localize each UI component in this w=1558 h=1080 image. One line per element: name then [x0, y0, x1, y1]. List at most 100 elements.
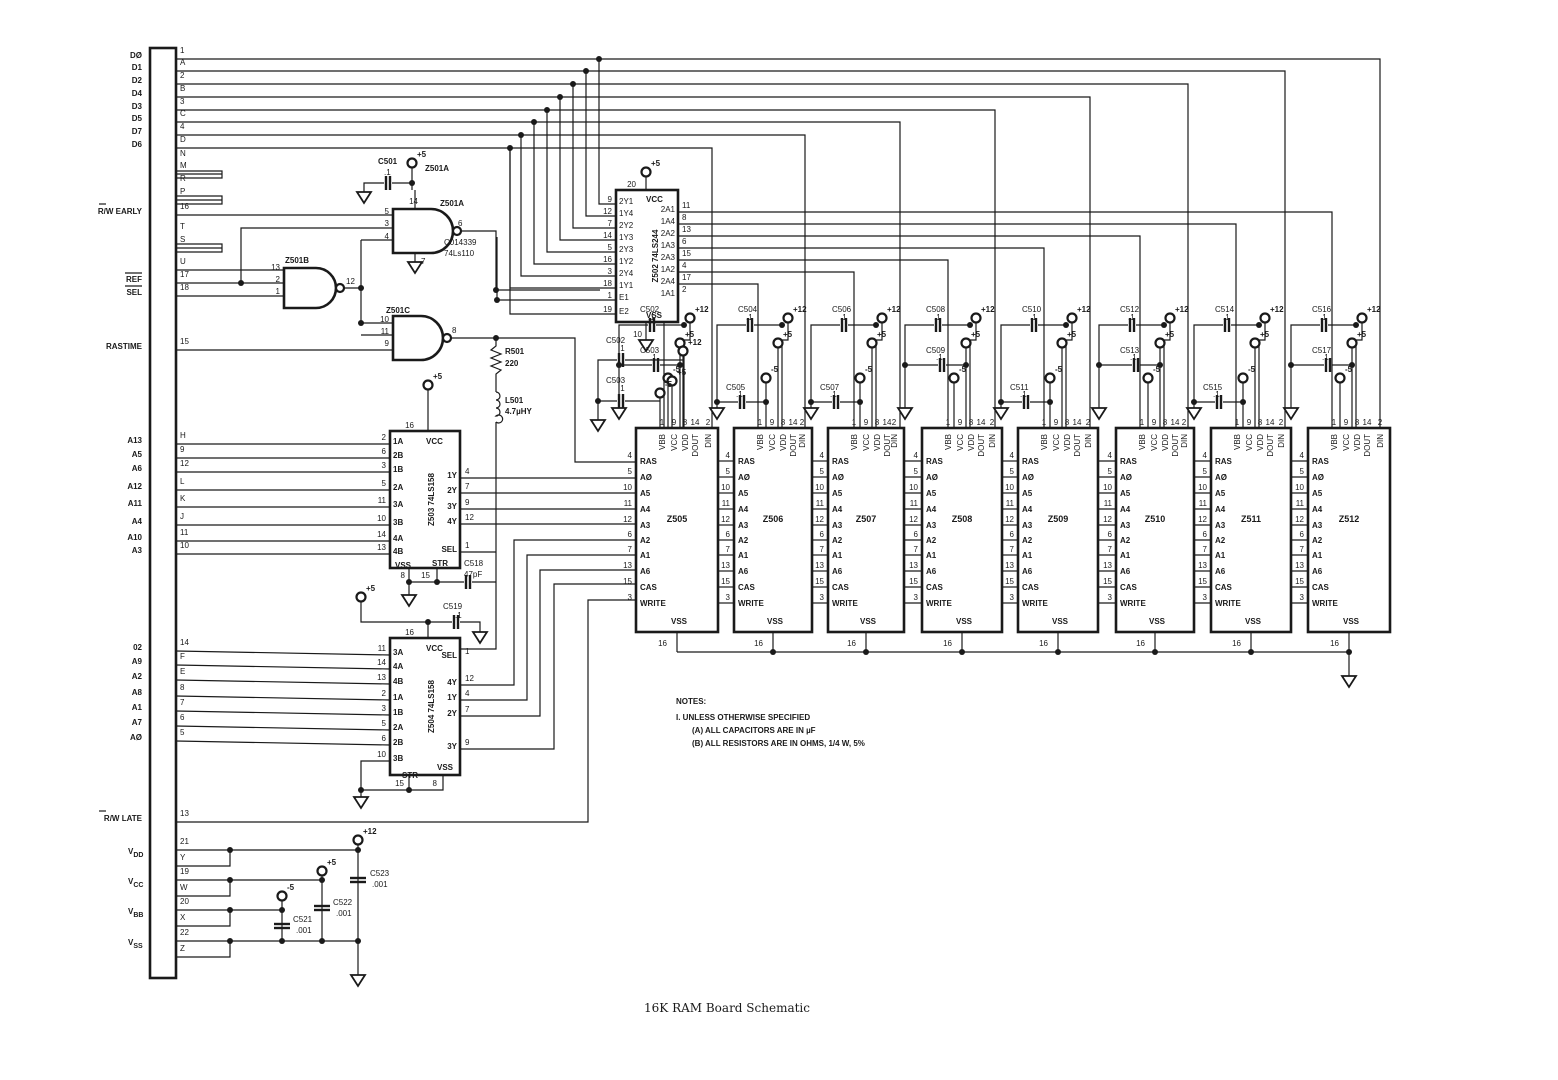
ram-pin-name: A5	[926, 489, 937, 498]
connector-pin: 19	[180, 867, 189, 876]
signal-name: A2	[132, 672, 143, 681]
notes-line: (B) ALL RESISTORS ARE IN OHMS, 1/4 W, 5%	[692, 739, 865, 748]
connector-pin: M	[180, 161, 187, 170]
ram-ref: Z511	[1241, 514, 1261, 524]
ram-pin-name: RAS	[738, 457, 756, 466]
mux-pin: 8	[433, 779, 438, 788]
ram-pin-name: A1	[1022, 551, 1033, 560]
gate-z501c	[391, 314, 445, 362]
inductor-l501	[494, 391, 504, 424]
buffer-pin: 2	[682, 285, 687, 294]
connector-pin: 18	[180, 283, 189, 292]
ram-pin-name: WRITE	[1120, 599, 1146, 608]
ram-pin-name: A1	[1215, 551, 1226, 560]
ram-pin-name: WRITE	[926, 599, 952, 608]
vss-pin: 16	[754, 639, 763, 648]
ram-pin-name: RAS	[640, 457, 658, 466]
ram-pin-name: VCC	[670, 434, 679, 451]
supply-minus5-label: -5	[1248, 365, 1256, 374]
signal-name: VSS	[128, 938, 143, 950]
ground-icon	[352, 796, 370, 810]
ram-pin-name: A4	[640, 505, 651, 514]
ic-ram	[1114, 426, 1196, 634]
buffer-pin: 9	[608, 195, 613, 204]
signal-name: A6	[132, 464, 143, 473]
supply-minus5-label: -5	[959, 365, 967, 374]
mux-pin-name: 4B	[393, 677, 403, 686]
data-line	[176, 147, 713, 428]
connector-pin: 13	[180, 809, 189, 818]
mux-part-label: Z504 74LS158	[427, 679, 436, 732]
ram-pin-name: A4	[832, 505, 843, 514]
ram-pin: 5	[1300, 467, 1305, 476]
gate-in-pin: 5	[385, 207, 390, 216]
ram-pin-name: DIN	[890, 434, 899, 448]
ram-pin: 15	[1005, 577, 1014, 586]
vss-pin: 16	[1232, 639, 1241, 648]
supply-plus5-label: +5	[327, 858, 337, 867]
ic-ram	[826, 426, 906, 634]
ic-ram	[732, 426, 814, 634]
ram-pin: 9	[770, 418, 775, 427]
mux-pin: 2	[382, 433, 387, 442]
ram-pin-name: DOUT	[1073, 434, 1082, 457]
ram-pin: 14	[691, 418, 700, 427]
mux-pin-name: 3Y	[447, 502, 457, 511]
supply-plus5	[1056, 337, 1068, 349]
ram-pin-name: A2	[640, 536, 651, 545]
ram-pin-name: VBB	[1040, 434, 1049, 450]
ram-pin: 14	[977, 418, 986, 427]
ram-ref: Z507	[856, 514, 877, 524]
mux-pin-name: 1B	[393, 708, 403, 717]
r501-value: 220	[505, 359, 519, 368]
decap-value: .1	[840, 313, 847, 322]
buffer-pin: 14	[603, 231, 612, 240]
ram-pin-name: VDD	[681, 434, 690, 451]
ram-pin: 7	[820, 545, 825, 554]
ram-pin: 2	[706, 418, 711, 427]
mux-pin-name: 2Y	[447, 709, 457, 718]
ground-icon	[355, 191, 373, 205]
ground-icon	[610, 407, 628, 421]
ram-pin: 14	[883, 418, 892, 427]
ram-pin-name: DIN	[704, 434, 713, 448]
ram-pin: 14	[1363, 418, 1372, 427]
ram-pin-name: DOUT	[883, 434, 892, 457]
decap-ref: C504	[738, 305, 758, 314]
connector-pin: S	[180, 235, 185, 244]
gate-ref: Z501A	[425, 164, 449, 173]
signal-name: A7	[132, 718, 143, 727]
ram-pin-name: A3	[640, 521, 651, 530]
mux-pin-name: 2A	[393, 723, 403, 732]
supply-plus5-label: +5	[677, 368, 687, 377]
ic-ram	[634, 426, 720, 634]
buffer-pin: 3	[608, 267, 613, 276]
buffer-pin-name: 2Y2	[619, 221, 634, 230]
ram-pin-name: A3	[738, 521, 749, 530]
ram-pin: 10	[623, 483, 632, 492]
supply-plus5	[422, 379, 434, 391]
connector-pin: L	[180, 477, 185, 486]
ram-pin: 4	[1203, 451, 1208, 460]
decap-value: .1	[1020, 390, 1027, 399]
connector-pin: W	[180, 883, 188, 892]
dout-line	[678, 247, 1045, 428]
signal-name: A9	[132, 657, 143, 666]
ram-pin-name: A4	[738, 505, 749, 514]
ram-pin: 13	[721, 561, 730, 570]
ground-icon	[708, 407, 726, 421]
ram-ref: Z505	[667, 514, 688, 524]
dout-line	[678, 283, 759, 428]
vdd-lead	[781, 323, 789, 428]
junction-dot	[358, 787, 364, 793]
supply-plus12	[1259, 312, 1271, 324]
junction-dot	[1353, 322, 1359, 328]
supply-minus5	[276, 890, 288, 902]
supply-plus12-label: +12	[887, 305, 901, 314]
ram-pin: 11	[624, 499, 633, 508]
supply-plus5-label: +5	[1260, 330, 1270, 339]
ram-pin-name: CAS	[1022, 583, 1040, 592]
ram-pin: 13	[623, 561, 632, 570]
supply-plus5	[1154, 337, 1166, 349]
mux-pin-name: 2Y	[447, 486, 457, 495]
